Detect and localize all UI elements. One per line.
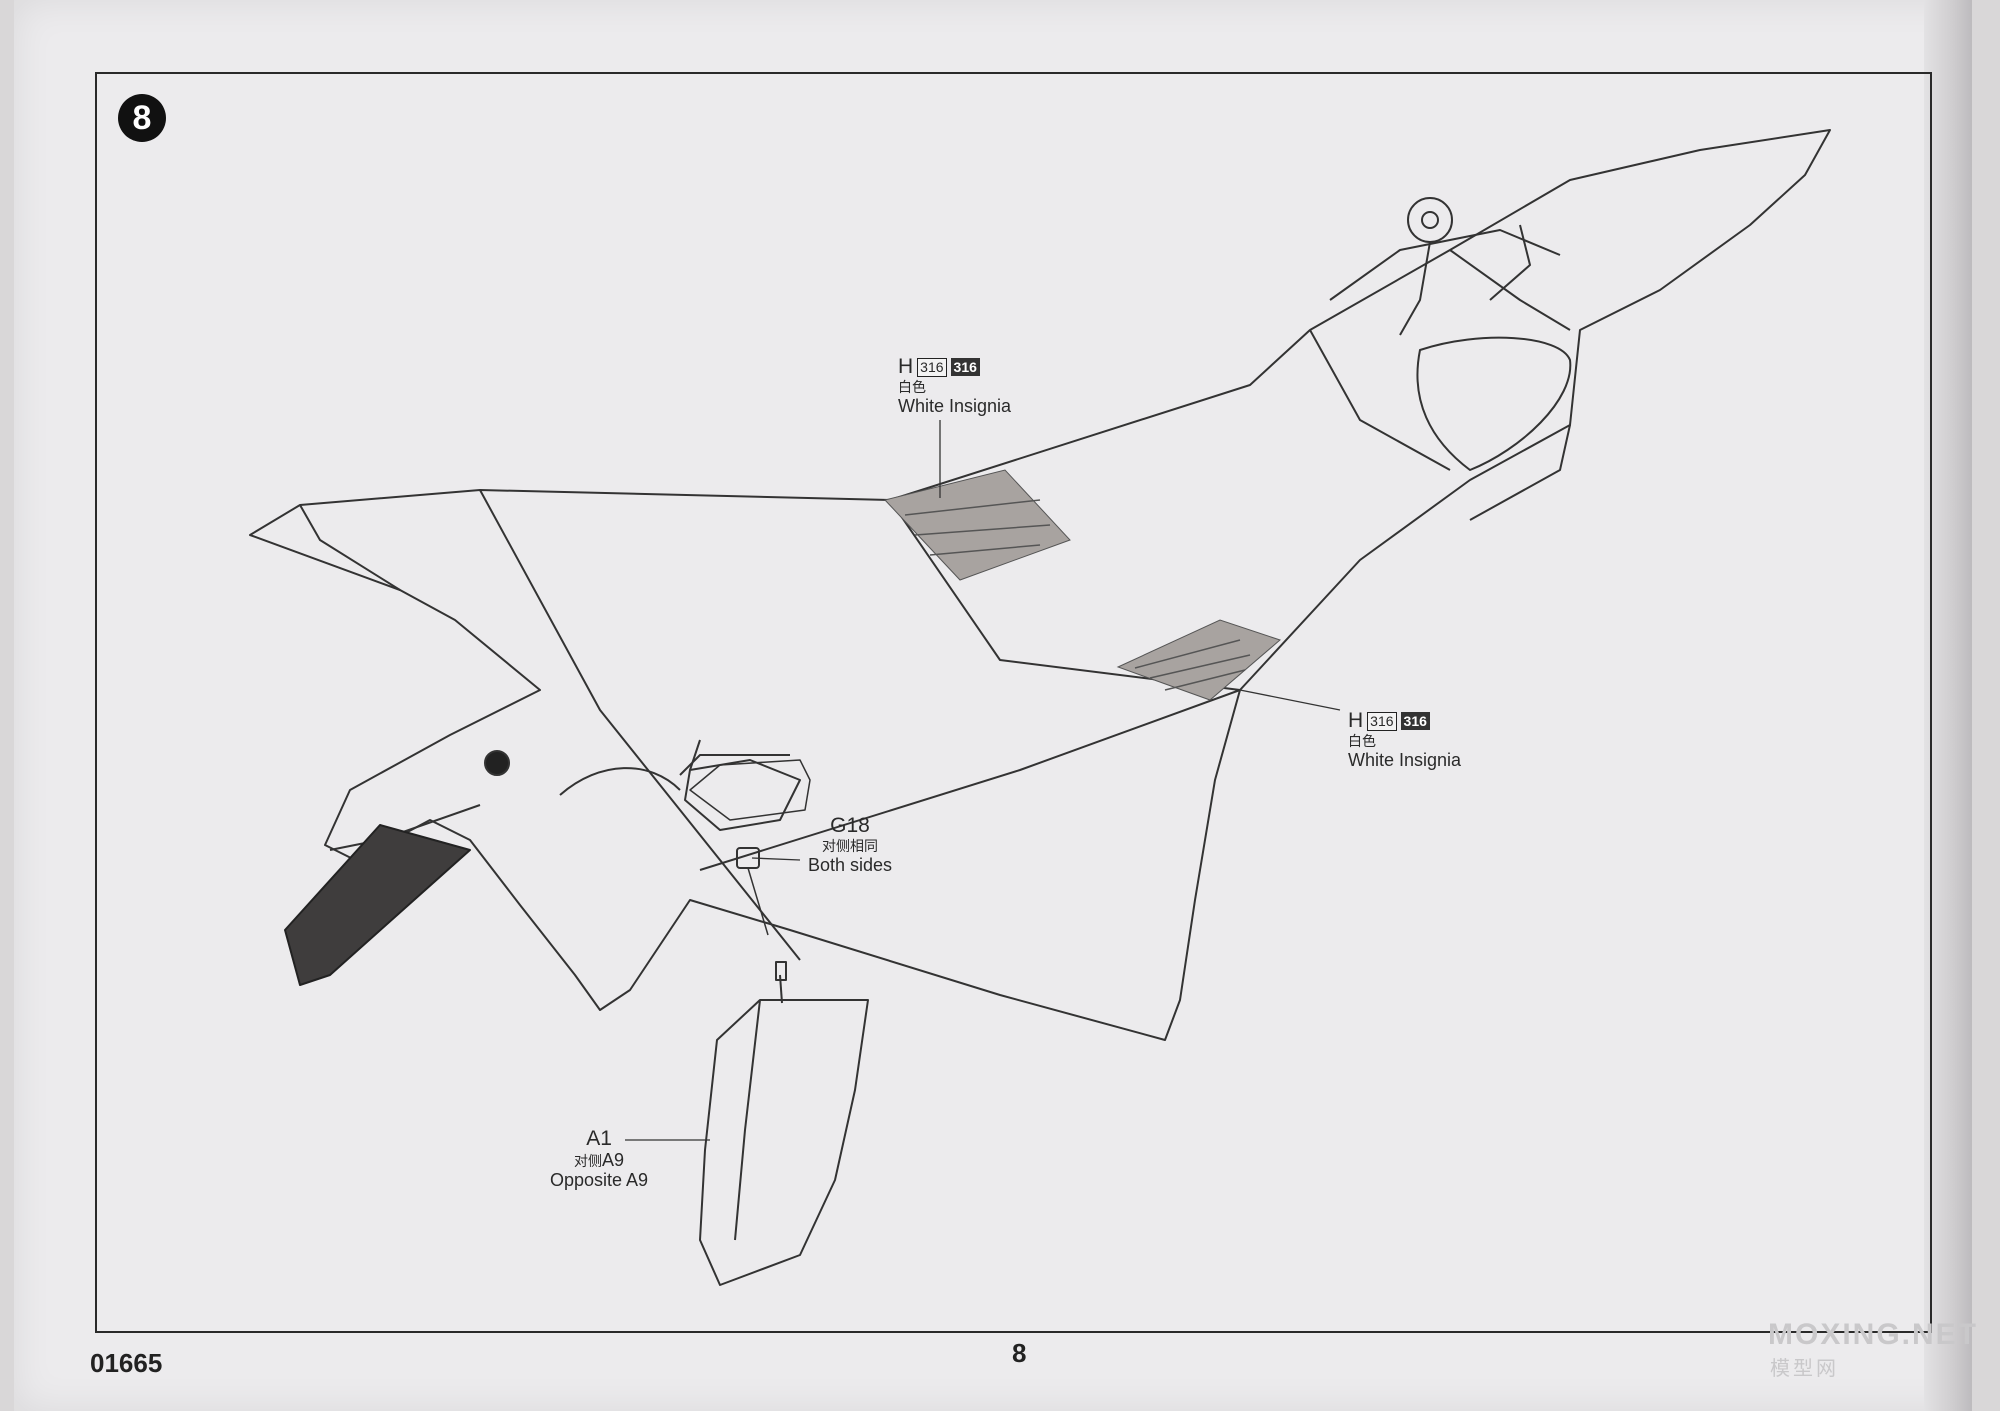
decal-color-cn: 白色 — [898, 379, 926, 395]
part-label-g18: G18 对侧相同 Both sides — [808, 814, 893, 876]
part-note-en: Opposite A9 — [550, 1170, 649, 1190]
decal-number-outline: 316 — [917, 357, 947, 377]
decal-color-en: White Insignia — [898, 396, 1012, 416]
decal-number-filled: 316 — [1400, 712, 1430, 730]
part-note-cn: 对侧相同 — [822, 838, 879, 854]
decal-number-filled: 316 — [950, 358, 980, 376]
part-id: A1 — [586, 1127, 612, 1150]
decal-number-outline: 316 — [1367, 711, 1397, 731]
part-id: G18 — [830, 814, 870, 837]
part-label-a1: A1 对侧A9 Opposite A9 — [550, 1127, 649, 1191]
decal-letter: H — [898, 355, 914, 378]
decal-letter: H — [1348, 709, 1364, 732]
watermark: MOXING.NET — [1768, 1318, 1979, 1351]
decal-color-en: White Insignia — [1348, 750, 1462, 770]
leader-lines — [625, 420, 1341, 1141]
manual-page — [14, 0, 1972, 1411]
page-number: 8 — [1012, 1338, 1027, 1368]
watermark-sub: 模型网 — [1770, 1358, 1839, 1380]
step-number-badge: 8 — [118, 94, 166, 142]
kit-code: 01665 — [90, 1348, 163, 1378]
part-note-en: Both sides — [808, 855, 893, 875]
step-frame — [95, 72, 1932, 1333]
part-note-cn-prefix: 对侧 — [574, 1153, 603, 1169]
part-note-cn: 对侧A9 — [550, 1150, 648, 1170]
insignia-decal-right — [1116, 619, 1281, 701]
fuselage-outline — [249, 129, 1831, 1286]
part-note-cn-part: A9 — [602, 1150, 625, 1170]
page-spine — [1924, 0, 1972, 1411]
insignia-decal-top — [884, 469, 1071, 581]
decal-color-cn: 白色 — [1348, 733, 1376, 749]
